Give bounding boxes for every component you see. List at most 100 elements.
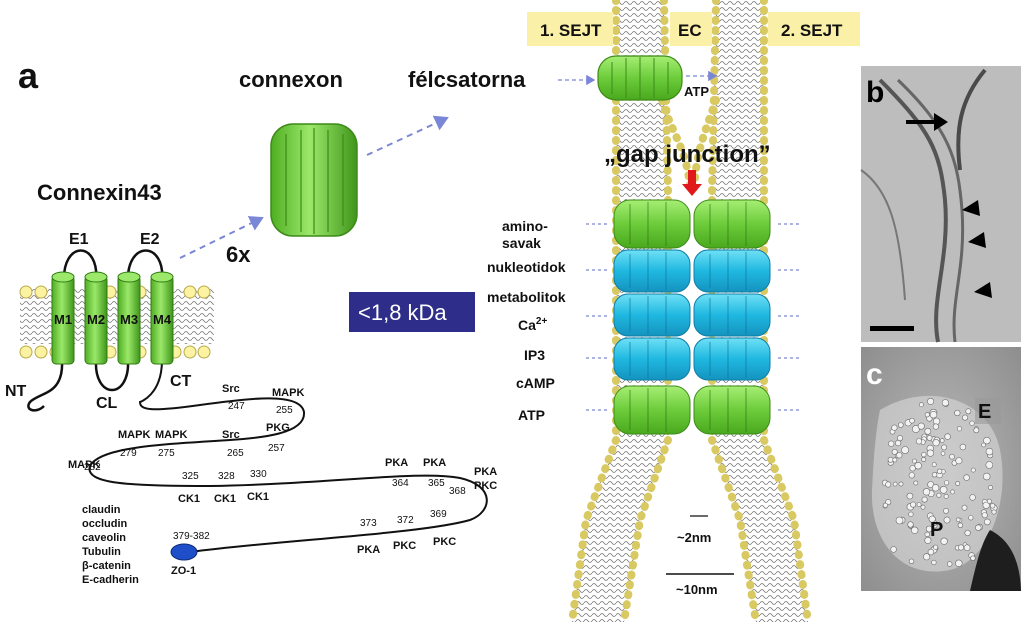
membrane-particle	[926, 449, 935, 457]
membrane-particle	[991, 509, 997, 515]
site-number: 282	[84, 462, 101, 473]
membrane-particle	[927, 548, 935, 556]
helix-label-m2: M2	[87, 312, 105, 327]
membrane-particle	[940, 537, 948, 545]
connexin43-membrane	[19, 285, 214, 359]
kinase-label: CK1	[247, 491, 269, 503]
membrane-particle	[896, 452, 903, 459]
membrane-particle	[973, 427, 980, 434]
site-number: 247	[228, 401, 245, 412]
membrane-particle	[933, 544, 939, 550]
panel-c-label-e: E	[978, 401, 991, 423]
membrane-particle	[975, 524, 982, 531]
site-number: 257	[268, 443, 285, 454]
membrane-particle	[888, 440, 895, 447]
kinase-label: Src	[222, 429, 240, 441]
kinase-label: PKC	[433, 536, 456, 548]
helix-m4	[150, 271, 174, 365]
membrane-particle	[892, 457, 898, 463]
membrane-particle	[908, 558, 915, 564]
kinase-label: PKA	[423, 457, 446, 469]
membrane-particle	[969, 420, 975, 426]
membrane-particle	[908, 511, 914, 517]
membrane-particle	[943, 493, 949, 499]
kinase-label: PKC	[474, 480, 497, 492]
molecule-label: ATP	[518, 407, 545, 423]
membrane-particle	[939, 485, 948, 494]
membrane-particle	[896, 435, 903, 442]
membrane-particle	[955, 481, 961, 486]
arrow-to-connexon	[179, 216, 264, 259]
molecule-label: savak	[502, 235, 541, 251]
distance-2nm-label: ~2nm	[677, 530, 711, 545]
molecule-label: nukleotidok	[487, 259, 566, 275]
site-number: 325	[182, 471, 199, 482]
membrane-particle	[983, 518, 991, 526]
kda-label: <1,8 kDa	[358, 300, 447, 325]
partner-label: claudin	[82, 504, 121, 516]
membrane-particle	[924, 427, 932, 435]
kda-box	[349, 292, 475, 332]
membrane-particle	[890, 546, 897, 553]
membrane-particle	[924, 531, 930, 538]
membrane-particle	[985, 461, 994, 469]
membrane-particle	[940, 451, 946, 456]
helix-label-m1: M1	[54, 312, 72, 327]
partner-label: occludin	[82, 518, 128, 530]
loop-label-nt: NT	[5, 383, 27, 400]
site-number: 364	[392, 478, 409, 489]
panel-c-micrograph	[861, 347, 1021, 591]
kinase-label: MAPK	[118, 429, 150, 441]
partner-label: E-cadherin	[82, 574, 139, 586]
panel-b-micrograph	[860, 66, 1021, 343]
membrane-particle	[932, 439, 940, 447]
membrane-particle	[891, 448, 898, 455]
cell1-label: 1. SEJT	[540, 21, 602, 40]
membrane-particle	[898, 481, 904, 487]
membrane-particle	[983, 436, 991, 445]
connexon-title: connexon	[239, 67, 343, 92]
membrane-particle	[968, 515, 974, 521]
membrane-particle	[944, 433, 951, 440]
partner-label: Tubulin	[82, 546, 121, 558]
membrane-particle	[941, 399, 950, 407]
membrane-particle	[914, 462, 922, 470]
multiplier-label: 6x	[226, 242, 251, 267]
membrane-particle	[969, 494, 976, 501]
distance-10nm-label: ~10nm	[676, 582, 718, 597]
site-number: 373	[360, 518, 377, 529]
site-number: 279	[120, 448, 137, 459]
membrane-particle	[915, 438, 923, 445]
membrane-particle	[931, 472, 938, 478]
c-terminal-tail	[88, 359, 488, 553]
molecule-label: cAMP	[516, 375, 555, 391]
membrane-particle	[907, 521, 914, 528]
membrane-particle	[910, 501, 917, 508]
membrane-particle	[921, 457, 927, 462]
membrane-particle	[916, 502, 922, 507]
kinase-label: CK1	[214, 493, 236, 505]
membrane-particle	[936, 468, 943, 474]
cell1-box	[527, 12, 613, 46]
loop-label-ct: CT	[170, 373, 192, 390]
site-number: 372	[397, 515, 414, 526]
membrane-particle	[923, 553, 931, 561]
cell2-label: 2. SEJT	[781, 21, 843, 40]
membrane-particle	[929, 411, 938, 419]
panel-a-letter: a	[18, 55, 39, 96]
membrane-particle	[894, 440, 902, 447]
membrane-particle	[895, 516, 904, 525]
loop-label-e2: E2	[140, 231, 160, 248]
membrane-particle	[932, 423, 940, 430]
kinase-label: MAPK	[68, 459, 100, 471]
hemichannel-title: félcsatorna	[408, 67, 526, 92]
helix-label-m3: M3	[120, 312, 138, 327]
membrane-particle	[936, 492, 942, 498]
membrane-particle	[963, 474, 970, 481]
membrane-particle	[950, 489, 955, 495]
membrane-particle	[982, 501, 990, 509]
site-number: 330	[250, 469, 267, 480]
site-number: 255	[276, 405, 293, 416]
membrane-particle	[949, 453, 955, 460]
zo1-icon	[170, 543, 198, 561]
